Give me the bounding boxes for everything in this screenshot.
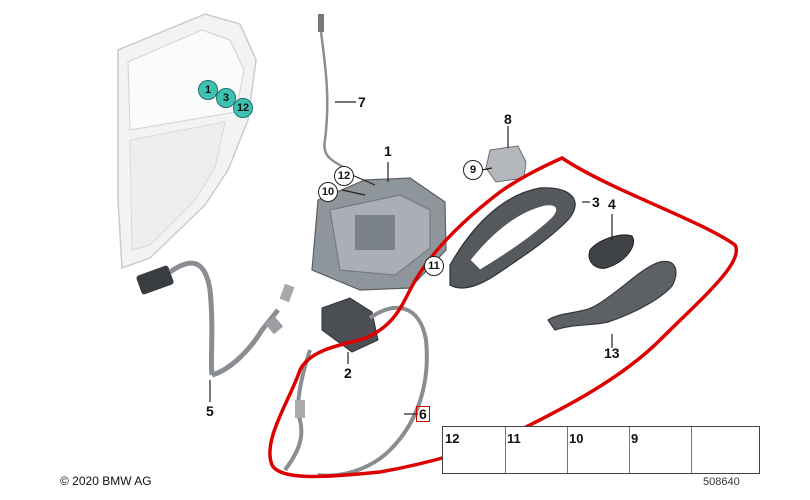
hardware-legend: 12 11 10 9 [442, 426, 760, 474]
handle-carrier-3 [449, 187, 576, 289]
bracket-8 [485, 145, 527, 183]
legend-label-10: 10 [569, 431, 584, 446]
rear-door-illustration [117, 13, 257, 270]
bracket-callout-9: 9 [463, 160, 483, 180]
label-part-3: 3 [592, 194, 600, 210]
outside-handle-13 [547, 260, 677, 331]
lock-callout-10: 10 [318, 182, 338, 202]
label-part-2: 2 [344, 365, 352, 381]
label-part-13: 13 [604, 345, 620, 361]
door-callout-3: 3 [216, 88, 236, 108]
diagram-number: 508640 [703, 476, 740, 488]
cable-6 [283, 305, 429, 478]
label-part-5: 5 [206, 403, 214, 419]
legend-cell-10: 10 [567, 427, 630, 473]
door-lock-1 [311, 177, 447, 291]
legend-cell-12: 12 [443, 427, 506, 473]
highlight-outline [268, 156, 739, 479]
copyright-text: © 2020 BMW AG [60, 474, 152, 488]
label-part-6: 6 [416, 406, 430, 422]
legend-cell-9: 9 [629, 427, 692, 473]
cable-5 [136, 260, 295, 378]
lock-callout-12: 12 [334, 166, 354, 186]
label-part-1: 1 [384, 143, 392, 159]
lock-cap-4 [588, 234, 634, 269]
legend-cell-11: 11 [505, 427, 568, 473]
door-callout-1: 1 [198, 80, 218, 100]
label-part-7: 7 [358, 94, 366, 110]
rod-7 [318, 14, 346, 170]
label-part-4: 4 [608, 196, 616, 212]
legend-label-9: 9 [631, 431, 639, 446]
legend-label-11: 11 [507, 431, 521, 446]
door-callout-12: 12 [233, 98, 253, 118]
legend-label-12: 12 [445, 431, 460, 446]
lock-callout-11: 11 [424, 256, 444, 276]
label-part-8: 8 [504, 111, 512, 127]
